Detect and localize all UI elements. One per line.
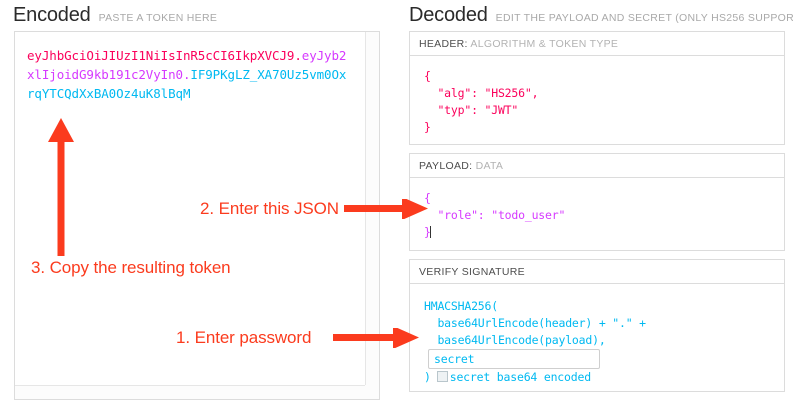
decoded-signature-section: VERIFY SIGNATURE HMACSHA256( base64UrlEn… [409, 259, 785, 392]
arrow-right-to-secret [333, 328, 419, 348]
decoded-title: Decoded [409, 4, 488, 26]
text-caret [429, 226, 431, 238]
encoded-column-heading: Encoded PASTE A TOKEN HERE [13, 4, 217, 27]
header-json-editor[interactable]: { "alg": "HS256", "typ": "JWT" } [424, 69, 539, 134]
hmac-line-2: base64UrlEncode(header) + "." + [424, 316, 646, 330]
decoded-header-section: HEADER: ALGORITHM & TOKEN TYPE { "alg": … [409, 31, 785, 145]
decoded-sections: HEADER: ALGORITHM & TOKEN TYPE { "alg": … [409, 31, 785, 400]
token-payload-segment: eyJyb2xlIjoidG9kb191c2VyIn0 [27, 48, 347, 82]
signature-formula: HMACSHA256( base64UrlEncode(header) + ".… [410, 284, 784, 391]
token-dot-separator-1: . [294, 48, 302, 63]
encoded-token-textarea[interactable]: eyJhbGciOiJIUzI1NiIsInR5cCI6IkpXVCJ9.eyJ… [15, 32, 365, 385]
encoded-horizontal-scrollbar[interactable] [15, 385, 365, 399]
arrow-up-to-token [47, 118, 75, 256]
payload-json-text: { "role": "todo_user" } [424, 191, 566, 239]
closing-paren: ) [424, 370, 431, 384]
annotation-step-1: 1. Enter password [176, 328, 312, 347]
token-dot-separator-2: . [182, 67, 191, 82]
encoded-subtitle: PASTE A TOKEN HERE [98, 12, 218, 24]
token-header-segment: eyJhbGciOiJIUzI1NiIsInR5cCI6IkpXVCJ9 [27, 48, 295, 63]
header-label-rest: ALGORITHM & TOKEN TYPE [470, 38, 619, 50]
scrollbar-corner [365, 385, 379, 399]
decoded-subtitle: EDIT THE PAYLOAD AND SECRET (ONLY HS256 … [495, 12, 793, 24]
signature-section-label: VERIFY SIGNATURE [410, 260, 784, 284]
annotation-step-2: 2. Enter this JSON [200, 199, 339, 218]
payload-label-rest: DATA [475, 160, 504, 172]
encoded-title: Encoded [13, 4, 91, 26]
payload-section-label: PAYLOAD: DATA [410, 154, 784, 178]
payload-label-bold: PAYLOAD: [419, 160, 473, 172]
secret-input[interactable] [428, 349, 600, 369]
base64-encoded-checkbox[interactable] [436, 371, 448, 382]
payload-json-editor[interactable]: { "role": "todo_user" } [410, 178, 784, 250]
token-signature-segment: IF9PKgLZ_XA70Uz5vm0OxrqYTCQdXxBA0Oz4uK8l… [27, 67, 347, 101]
header-label-bold: HEADER: [419, 38, 468, 50]
signature-label-bold: VERIFY SIGNATURE [419, 266, 525, 278]
hmac-line-1: HMACSHA256( [424, 299, 498, 313]
base64-checkbox-label: secret base64 encoded [449, 370, 591, 384]
decoded-column-heading: Decoded EDIT THE PAYLOAD AND SECRET (ONL… [409, 4, 793, 27]
decoded-payload-section: PAYLOAD: DATA { "role": "todo_user" } [409, 153, 785, 251]
header-section-label: HEADER: ALGORITHM & TOKEN TYPE [410, 32, 784, 56]
hmac-line-3: base64UrlEncode(payload), [424, 333, 606, 347]
annotation-step-3: 3. Copy the resulting token [31, 258, 231, 277]
arrow-right-to-payload [344, 199, 428, 219]
